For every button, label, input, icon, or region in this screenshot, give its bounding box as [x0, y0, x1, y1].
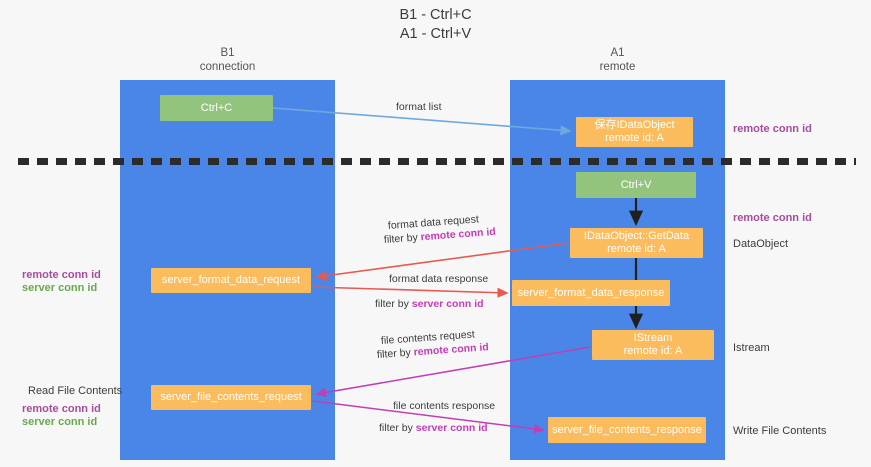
node-server-file-contents-request[interactable]: server_file_contents_request [151, 385, 311, 410]
edge-label-format-data-response: format data response [389, 273, 489, 285]
annotation-right-istream: Istream [733, 342, 770, 354]
edge-label-file-contents-response-filter: filter by server conn id [379, 422, 488, 435]
page-title: B1 - Ctrl+C A1 - Ctrl+V [0, 6, 871, 44]
annotation-left-server-conn-id-mid: server conn id [22, 282, 98, 294]
node-save-idataobject[interactable]: 保存IDataObject remote id: A [576, 117, 693, 147]
node-istream[interactable]: IStream remote id: A [592, 330, 714, 360]
annotation-right-remote-conn-id-mid: remote conn id [733, 212, 812, 224]
edge-label-file-contents-response-filter-key: server conn id [415, 422, 488, 434]
node-server-file-contents-request-label: server_file_contents_request [160, 391, 302, 403]
node-ctrl-c-label: Ctrl+C [200, 101, 233, 114]
annotation-right-dataobject: DataObject [733, 238, 789, 250]
annotation-left-server-conn-id-bottom: server conn id [22, 416, 98, 428]
annotation-left-remote-conn-id-bottom: remote conn id [22, 403, 101, 415]
edge-label-format-data-response-filter-prefix: filter by [375, 298, 412, 310]
node-idataobject-getdata[interactable]: IDataObject::GetData remote id: A [570, 228, 703, 258]
page-title-line-2: A1 - Ctrl+V [399, 26, 472, 42]
node-server-format-data-request[interactable]: server_format_data_request [151, 268, 311, 293]
node-save-idataobject-label: 保存IDataObject [594, 119, 675, 131]
annotation-right-remote-conn-id-top: remote conn id [733, 123, 812, 135]
node-ctrl-v-label: Ctrl+V [620, 178, 652, 191]
lane-header-b1: B1 connection [120, 47, 335, 74]
annotation-left-read-file-contents: Read File Contents [28, 385, 123, 397]
node-server-file-contents-response[interactable]: server_file_contents_response [548, 417, 706, 443]
node-istream-label: IStream [633, 332, 673, 344]
annotation-left-remote-conn-id-mid: remote conn id [22, 269, 101, 281]
edge-label-format-data-request-filter-prefix: filter by [383, 231, 422, 246]
edge-label-file-contents-response-filter-prefix: filter by [379, 422, 416, 434]
node-ctrl-v[interactable]: Ctrl+V [576, 172, 696, 198]
node-server-format-data-response-label: server_format_data_response [517, 286, 665, 299]
node-idataobject-getdata-subtitle: remote id: A [607, 243, 666, 255]
section-divider [18, 158, 856, 165]
edge-label-file-contents-response: file contents response [393, 400, 496, 412]
lane-header-b1-name: B1 [220, 47, 235, 59]
node-istream-subtitle: remote id: A [623, 345, 683, 357]
lane-header-a1-name: A1 [610, 47, 625, 59]
lane-header-a1-sub: remote [599, 60, 636, 73]
edge-label-format-data-response-filter-key: server conn id [411, 298, 484, 310]
node-idataobject-getdata-label: IDataObject::GetData [583, 230, 690, 242]
node-server-format-data-response[interactable]: server_format_data_response [512, 280, 670, 306]
edge-label-file-contents-request-filter-prefix: filter by [376, 346, 415, 361]
node-ctrl-c[interactable]: Ctrl+C [160, 95, 273, 121]
node-server-format-data-request-label: server_format_data_request [161, 274, 301, 286]
edge-label-format-data-response-filter: filter by server conn id [375, 298, 484, 311]
lane-header-b1-sub: connection [199, 60, 256, 73]
lane-header-a1: A1 remote [510, 47, 725, 74]
edge-label-format-list: format list [396, 101, 442, 113]
annotation-right-write-file-contents: Write File Contents [733, 425, 827, 437]
page-title-line-1: B1 - Ctrl+C [399, 7, 472, 23]
node-save-idataobject-subtitle: remote id: A [605, 132, 664, 144]
edge-format-data-response [312, 286, 509, 298]
node-server-file-contents-response-label: server_file_contents_response [552, 423, 702, 436]
